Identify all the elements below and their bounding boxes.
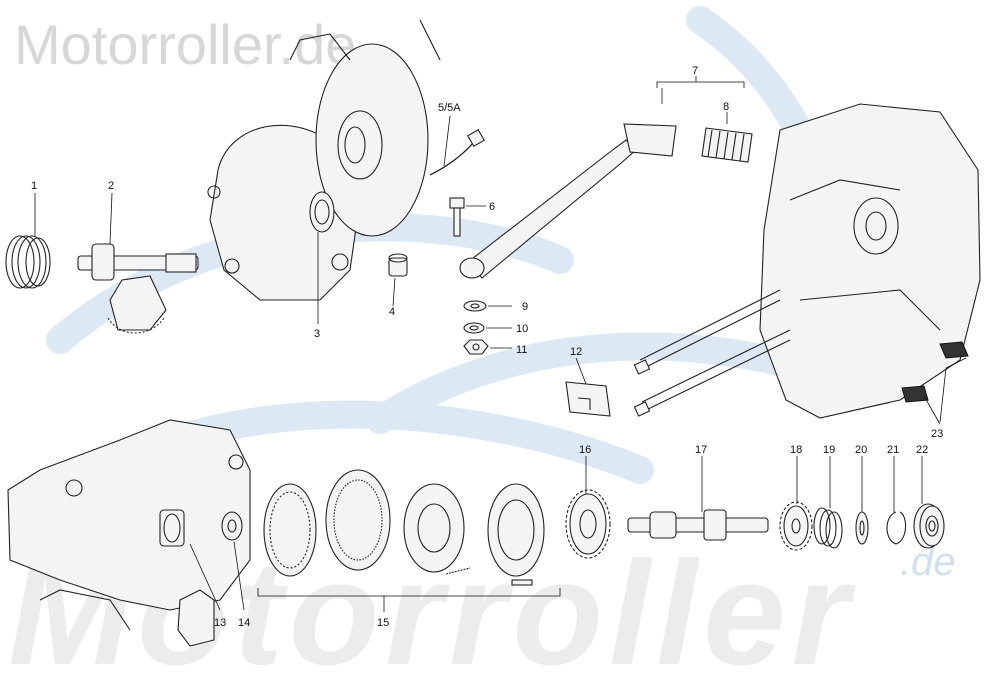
label-part-16: 16 <box>579 444 591 456</box>
part-bearing-22 <box>913 503 945 549</box>
label-part-9: 9 <box>522 301 528 313</box>
part-crankcase-cover <box>207 19 441 301</box>
label-part-2: 2 <box>108 180 114 192</box>
label-part-17: 17 <box>695 444 707 456</box>
label-part-21: 21 <box>887 444 899 456</box>
label-part-19: 19 <box>823 444 835 456</box>
part-pipe <box>429 129 485 176</box>
label-part-7: 7 <box>692 65 698 77</box>
part-rubber-grip <box>701 127 753 163</box>
label-part-11: 11 <box>516 344 527 356</box>
label-part-23: 23 <box>931 428 943 440</box>
part-thrust-washer <box>221 511 243 541</box>
watermark-swoosh <box>46 6 854 484</box>
part-spring-19 <box>813 507 843 549</box>
part-clutch-housing <box>7 419 251 647</box>
label-part-10: 10 <box>516 323 528 335</box>
part-rubber-pads <box>901 341 969 403</box>
part-shaft-17 <box>627 509 769 541</box>
part-plate <box>565 381 611 417</box>
part-clutch-assembly <box>263 469 545 586</box>
label-part-8: 8 <box>723 101 729 113</box>
label-part-3: 3 <box>314 328 320 340</box>
part-labels: 1 2 3 4 5/5A 6 7 8 9 10 11 12 13 14 15 1… <box>31 65 943 629</box>
part-washer-10 <box>463 322 485 334</box>
label-part-6: 6 <box>489 201 495 213</box>
label-part-22: 22 <box>916 444 928 456</box>
label-part-20: 20 <box>855 444 867 456</box>
watermark-top: Motorroller.de <box>14 13 357 76</box>
label-part-1: 1 <box>31 180 37 192</box>
part-washer-20 <box>855 511 869 545</box>
part-circlip-21 <box>886 511 907 545</box>
label-part-12: 12 <box>570 346 582 358</box>
part-gear-18 <box>779 501 813 551</box>
part-nut-11 <box>463 339 489 355</box>
part-kick-shaft <box>77 243 199 334</box>
label-part-18: 18 <box>790 444 802 456</box>
part-gear-16 <box>565 489 611 559</box>
part-bushing <box>388 253 408 277</box>
part-bolt <box>449 197 465 237</box>
label-part-15: 15 <box>377 617 389 629</box>
part-kick-lever <box>459 123 677 279</box>
label-part-5-5a: 5/5A <box>438 102 461 114</box>
label-part-14: 14 <box>238 617 250 629</box>
label-part-4: 4 <box>389 306 395 318</box>
part-crankcase-right <box>633 103 981 419</box>
part-spring <box>5 235 51 289</box>
part-washer-9 <box>463 300 487 312</box>
label-part-13: 13 <box>214 617 226 629</box>
leader-lines <box>34 76 967 612</box>
